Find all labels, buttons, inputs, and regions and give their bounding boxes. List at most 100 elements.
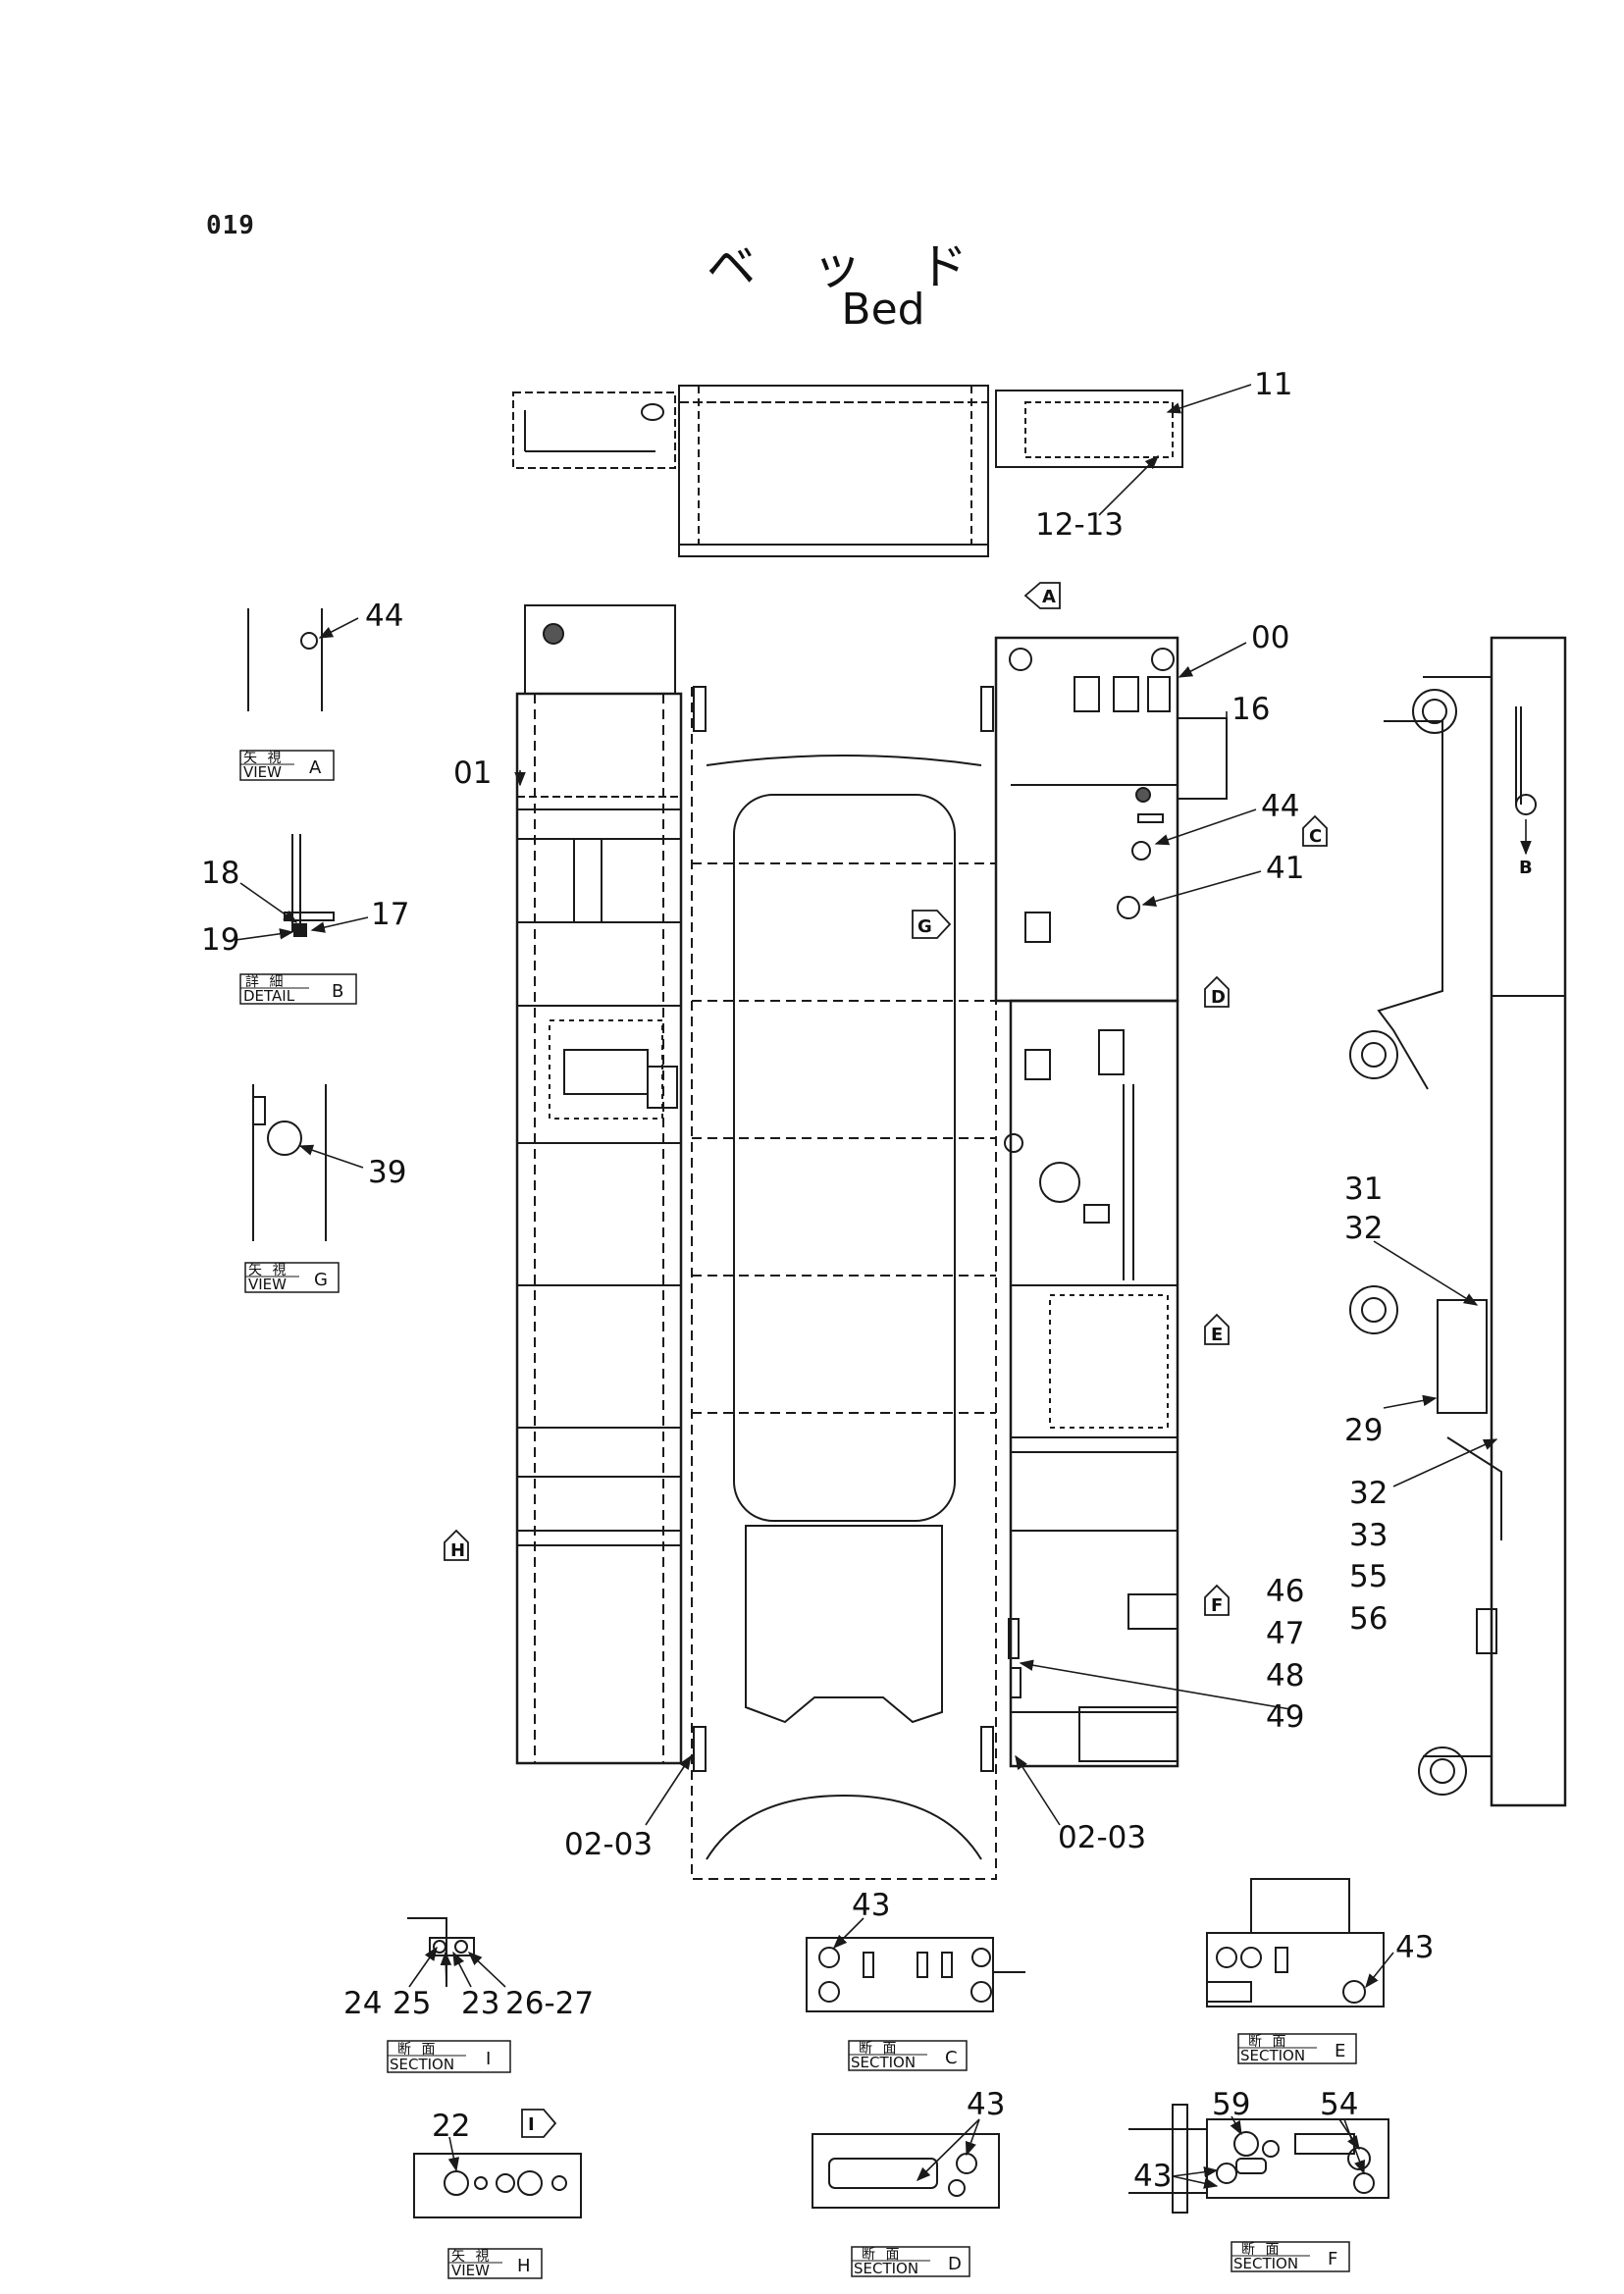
svg-text:G: G [917,916,932,937]
callout-47: 47 [1266,1616,1304,1651]
svg-text:VIEW: VIEW [248,1276,287,1293]
callout-46: 46 [1266,1574,1304,1609]
svg-text:DETAIL: DETAIL [243,987,295,1005]
svg-text:SECTION: SECTION [390,2056,454,2073]
svg-text:B: B [332,981,343,1002]
callout-55: 55 [1349,1559,1388,1594]
callout-31: 31 [1344,1172,1383,1207]
callout-25: 25 [393,1986,431,2021]
tag-section-f: 断 面 SECTION F [1231,2241,1350,2272]
callout-00: 00 [1251,620,1289,655]
view-ref-d: D [1204,975,1230,1008]
svg-text:A: A [1042,587,1056,607]
tag-view-g: 矢 視 VIEW G [244,1262,340,1293]
view-h-sketch [413,2153,582,2218]
central-frame [691,686,997,1880]
title-japanese: ベッド [707,238,1024,295]
tag-section-i: 断 面 SECTION I [387,2040,511,2073]
view-ref-a: A [1023,582,1061,609]
callout-29: 29 [1344,1413,1383,1448]
callout-41: 41 [1266,851,1304,886]
svg-text:D: D [1211,987,1226,1008]
callout-44-view-a: 44 [365,599,403,634]
callout-48: 48 [1266,1658,1304,1694]
svg-text:SECTION: SECTION [854,2260,918,2277]
svg-text:C: C [945,2048,958,2068]
view-g-sketch [252,1084,327,1241]
side-elevation [1349,636,1567,1807]
svg-text:断 面: 断 面 [862,2247,902,2263]
callout-17: 17 [371,897,409,932]
svg-text:H: H [517,2256,531,2276]
tag-section-c: 断 面 SECTION C [848,2040,968,2071]
callout-22: 22 [432,2109,470,2144]
callout-01: 01 [453,756,492,791]
callout-43-section-f: 43 [1133,2159,1172,2194]
svg-text:F: F [1328,2249,1337,2269]
callout-59: 59 [1212,2087,1250,2122]
svg-text:VIEW: VIEW [451,2262,490,2279]
view-ref-f: F [1204,1584,1230,1616]
page-number: 019 [206,211,255,240]
callout-12-13: 12-13 [1035,507,1124,543]
svg-text:I: I [486,2049,491,2069]
svg-text:H: H [450,1540,465,1561]
tag-detail-b: 詳 細 DETAIL B [239,973,357,1005]
svg-text:矢 視: 矢 視 [451,2249,492,2265]
callout-labels: 11 12-13 00 16 44 41 01 44 18 17 19 39 3… [201,367,1434,2194]
callout-54: 54 [1320,2087,1358,2122]
callout-24: 24 [343,1986,382,2021]
section-f-sketch [1128,2104,1389,2214]
svg-text:F: F [1211,1595,1223,1616]
section-c-sketch [806,1937,1025,2012]
view-ref-h: H [444,1529,469,1561]
svg-text:E: E [1335,2041,1345,2061]
svg-text:SECTION: SECTION [1233,2255,1298,2272]
view-ref-c: C [1302,814,1328,847]
svg-text:SECTION: SECTION [1240,2047,1305,2064]
callout-39: 39 [368,1155,406,1190]
view-ref-i: I [521,2109,557,2138]
svg-text:矢 視: 矢 視 [243,751,284,766]
svg-text:SECTION: SECTION [851,2054,916,2071]
view-a-sketch [247,608,323,711]
callout-02-03-right: 02-03 [1058,1820,1146,1855]
svg-text:A: A [309,757,322,778]
top-view [512,385,1183,557]
callout-49: 49 [1266,1699,1304,1735]
leader-lines [235,384,1532,2189]
tag-view-h: 矢 視 VIEW H [447,2248,543,2279]
detail-b-sketch [284,834,335,937]
callout-02-03-left: 02-03 [564,1827,653,1862]
callout-43-section-e: 43 [1395,1930,1434,1965]
view-direction-markers: A C G D E F H [444,582,1533,2138]
svg-text:断 面: 断 面 [1241,2242,1282,2258]
view-tags: 矢 視 VIEW A 詳 細 DETAIL B 矢 視 VIEW G [239,750,1357,2279]
view-ref-e: E [1204,1313,1230,1345]
svg-text:E: E [1211,1325,1223,1345]
left-frame [515,604,683,1765]
title-english: Bed [841,285,925,335]
section-d-sketch [812,2133,1000,2209]
callout-11: 11 [1254,367,1292,402]
svg-text:I: I [528,2114,535,2135]
svg-text:VIEW: VIEW [243,763,282,781]
callout-18: 18 [201,856,239,891]
svg-text:断 面: 断 面 [859,2041,899,2057]
callout-44: 44 [1261,789,1299,824]
svg-text:D: D [948,2254,962,2274]
callout-32b: 32 [1349,1476,1388,1511]
svg-text:G: G [314,1270,328,1290]
callout-43-section-d: 43 [967,2087,1005,2122]
view-ref-b: B [1519,858,1533,878]
tag-section-e: 断 面 SECTION E [1237,2033,1357,2064]
svg-text:C: C [1309,826,1322,847]
svg-text:詳 細: 詳 細 [245,974,286,990]
svg-text:B: B [1519,858,1533,878]
callout-16: 16 [1231,692,1270,727]
right-frame [994,636,1228,1768]
callout-23: 23 [461,1986,499,2021]
callout-33: 33 [1349,1518,1388,1553]
svg-text:断 面: 断 面 [397,2042,438,2058]
